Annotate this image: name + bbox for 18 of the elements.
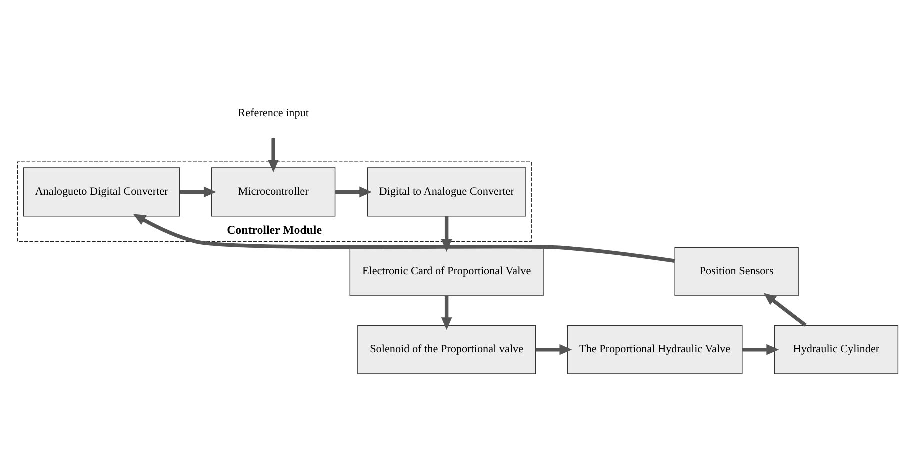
arrow [441, 296, 452, 330]
node-box: The Proportional Hydraulic Valve [567, 324, 743, 374]
node-box: Analogueto Digital Converter [23, 167, 180, 216]
arrow [336, 186, 372, 198]
node-box: Microcontroller [211, 167, 336, 216]
node-text: Reference input [238, 107, 309, 120]
arrow [133, 214, 676, 262]
arrow [536, 344, 572, 355]
node-box: Position Sensors [674, 246, 799, 296]
node-box: Digital to Analogue Converter [367, 167, 526, 216]
arrow [742, 344, 780, 355]
node-box: Hydraulic Cylinder [774, 324, 899, 374]
node-box: Electronic Card of Proportional Valve [350, 246, 544, 296]
arrow [268, 138, 279, 172]
arrow [764, 292, 807, 326]
node-box: Solenoid of the Proportional valve [358, 324, 536, 374]
arrow [180, 186, 216, 198]
arrow [441, 216, 452, 252]
